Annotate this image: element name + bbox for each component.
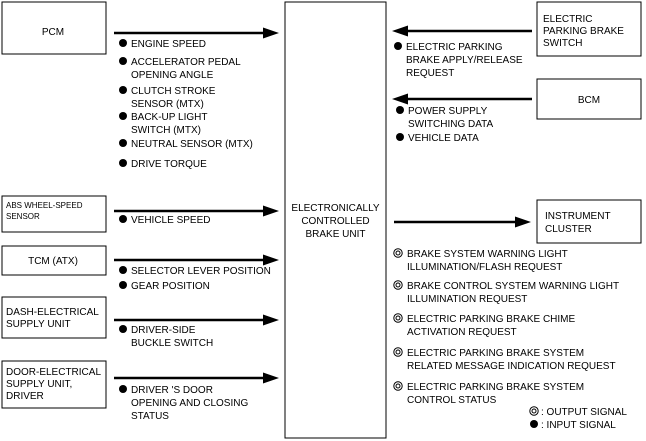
output-bullet-icon <box>393 248 403 258</box>
source-label-tcm: TCM (ATX) <box>28 256 78 267</box>
input-arrow-tcm-head <box>263 254 279 266</box>
output-bullet-icon-inner <box>395 349 401 355</box>
input-bullet-icon <box>396 106 404 114</box>
input-signal-bcm: VEHICLE DATA <box>408 133 479 144</box>
source-box-pcm <box>1 1 107 55</box>
input-bullet-icon <box>396 133 404 141</box>
output-bullet-icon-inner <box>395 250 401 256</box>
source-label-bcm: BCM <box>578 95 600 106</box>
input-bullet-icon <box>119 112 127 120</box>
legend-output-icon-inner <box>531 408 537 414</box>
legend-output-label: : OUTPUT SIGNAL <box>541 407 627 418</box>
output-bullet-icon-inner <box>395 383 401 389</box>
input-bullet-icon <box>119 281 127 289</box>
input-arrow-epb-switch-head <box>392 25 408 37</box>
input-arrow-dash-head <box>263 314 279 326</box>
input-arrow-door-head <box>263 372 279 384</box>
input-bullet-icon <box>119 215 127 223</box>
input-signal-tcm: GEAR POSITION <box>131 281 210 292</box>
input-arrow-bcm-head <box>392 93 408 105</box>
input-signal-pcm: NEUTRAL SENSOR (MTX) <box>131 139 253 150</box>
output-bullet-icon <box>393 381 403 391</box>
input-arrow-abs-head <box>263 205 279 217</box>
legend-input-label: : INPUT SIGNAL <box>541 420 616 431</box>
output-box-instrument-cluster <box>536 199 642 244</box>
output-bullet-icon <box>393 313 403 323</box>
input-signal-pcm: DRIVE TORQUE <box>131 159 207 170</box>
source-label-pcm: PCM <box>42 27 64 38</box>
input-bullet-icon <box>119 385 127 393</box>
input-bullet-icon <box>394 42 402 50</box>
input-bullet-icon <box>119 57 127 65</box>
output-bullet-icon <box>393 347 403 357</box>
input-bullet-icon <box>119 325 127 333</box>
output-bullet-icon-inner <box>395 282 401 288</box>
output-bullet-icon <box>393 280 403 290</box>
input-bullet-icon <box>119 139 127 147</box>
output-bullet-icon-inner <box>395 315 401 321</box>
center-unit-box <box>284 1 387 439</box>
input-signal-tcm: SELECTOR LEVER POSITION <box>131 266 271 277</box>
input-signal-pcm: ENGINE SPEED <box>131 39 206 50</box>
output-arrow-instrument-cluster-head <box>515 216 531 228</box>
source-box-door <box>1 360 107 409</box>
source-box-bcm <box>536 78 642 120</box>
legend-output-icon <box>529 406 539 416</box>
source-box-dash <box>1 296 107 339</box>
input-bullet-icon <box>119 266 127 274</box>
source-box-abs <box>1 195 107 233</box>
input-arrow-pcm-head <box>263 27 279 39</box>
input-bullet-icon <box>119 39 127 47</box>
input-bullet-icon <box>119 159 127 167</box>
source-box-epb-switch <box>536 1 642 57</box>
legend-input-icon <box>530 420 538 428</box>
input-bullet-icon <box>119 86 127 94</box>
input-signal-abs: VEHICLE SPEED <box>131 215 210 226</box>
source-box-tcm <box>1 245 107 276</box>
